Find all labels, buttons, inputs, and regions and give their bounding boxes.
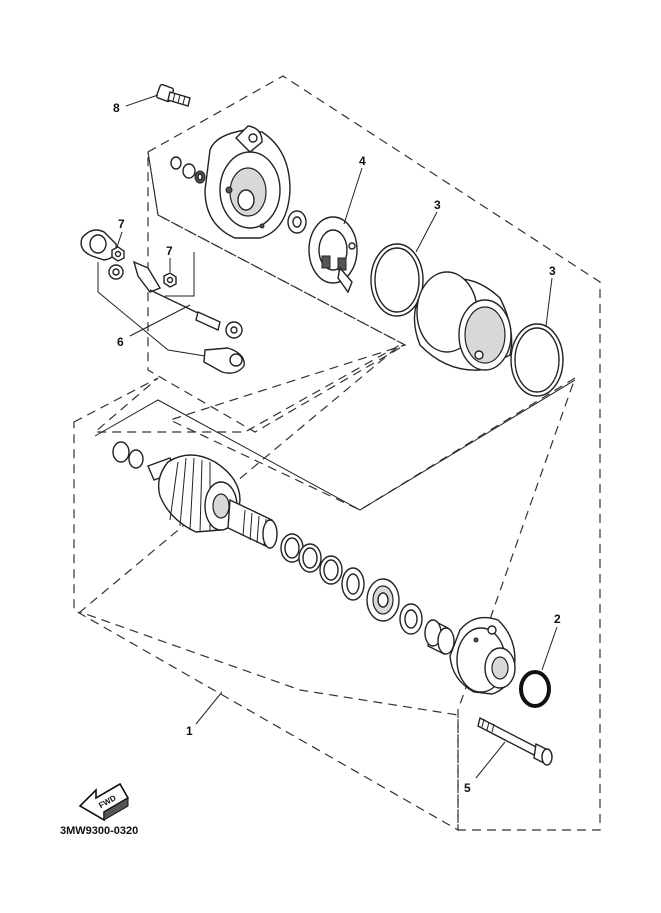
assembly-boundary-lead-wire <box>147 151 407 433</box>
small-washers-set <box>170 156 206 184</box>
lead-wire-bracket <box>97 262 206 357</box>
o-ring-part-3-upper <box>370 243 424 317</box>
bushing <box>287 210 307 234</box>
callout-8: 8 <box>113 101 120 115</box>
bolt-part-8 <box>155 83 191 107</box>
callout-6: 6 <box>117 335 124 349</box>
callout-7-right: 7 <box>166 244 173 258</box>
callout-2: 2 <box>554 612 561 626</box>
lead-wire-part-6 <box>80 229 245 374</box>
motor-yoke-housing <box>413 271 513 371</box>
drawing-code: 3MW9300-0320 <box>60 825 138 837</box>
leader-line-3a <box>415 211 438 253</box>
nut-part-7-left <box>111 246 125 262</box>
callout-3-lower: 3 <box>549 264 556 278</box>
leader-line-1 <box>195 691 223 725</box>
assembly-boundary-armature <box>73 344 459 832</box>
front-cover <box>449 616 516 695</box>
brush-plate-part-4 <box>308 216 358 294</box>
lead-wire-bracket-right <box>165 252 195 297</box>
leader-line-8 <box>125 94 159 107</box>
leader-line-4 <box>343 167 363 225</box>
callout-5: 5 <box>464 781 471 795</box>
callout-7-left: 7 <box>118 217 125 231</box>
forward-arrow-icon: FWD <box>78 782 130 822</box>
leader-line-7a <box>116 231 123 248</box>
guide-line-armature <box>94 379 576 511</box>
callout-3-upper: 3 <box>434 198 441 212</box>
leader-line-5 <box>475 741 506 779</box>
callout-1: 1 <box>186 724 193 738</box>
shaft-washer-set <box>280 533 423 635</box>
callout-4: 4 <box>359 154 366 168</box>
needle-bearing <box>424 618 455 656</box>
leader-line-6 <box>129 304 191 337</box>
rear-cover-housing <box>204 125 291 239</box>
long-bolt-part-5 <box>477 716 553 766</box>
leader-line-2 <box>541 626 558 671</box>
leader-line-3b <box>545 277 553 327</box>
o-ring-part-2 <box>519 670 551 708</box>
nut-part-7-right <box>163 272 177 288</box>
armature <box>112 441 278 550</box>
o-ring-part-3-lower <box>510 323 564 397</box>
